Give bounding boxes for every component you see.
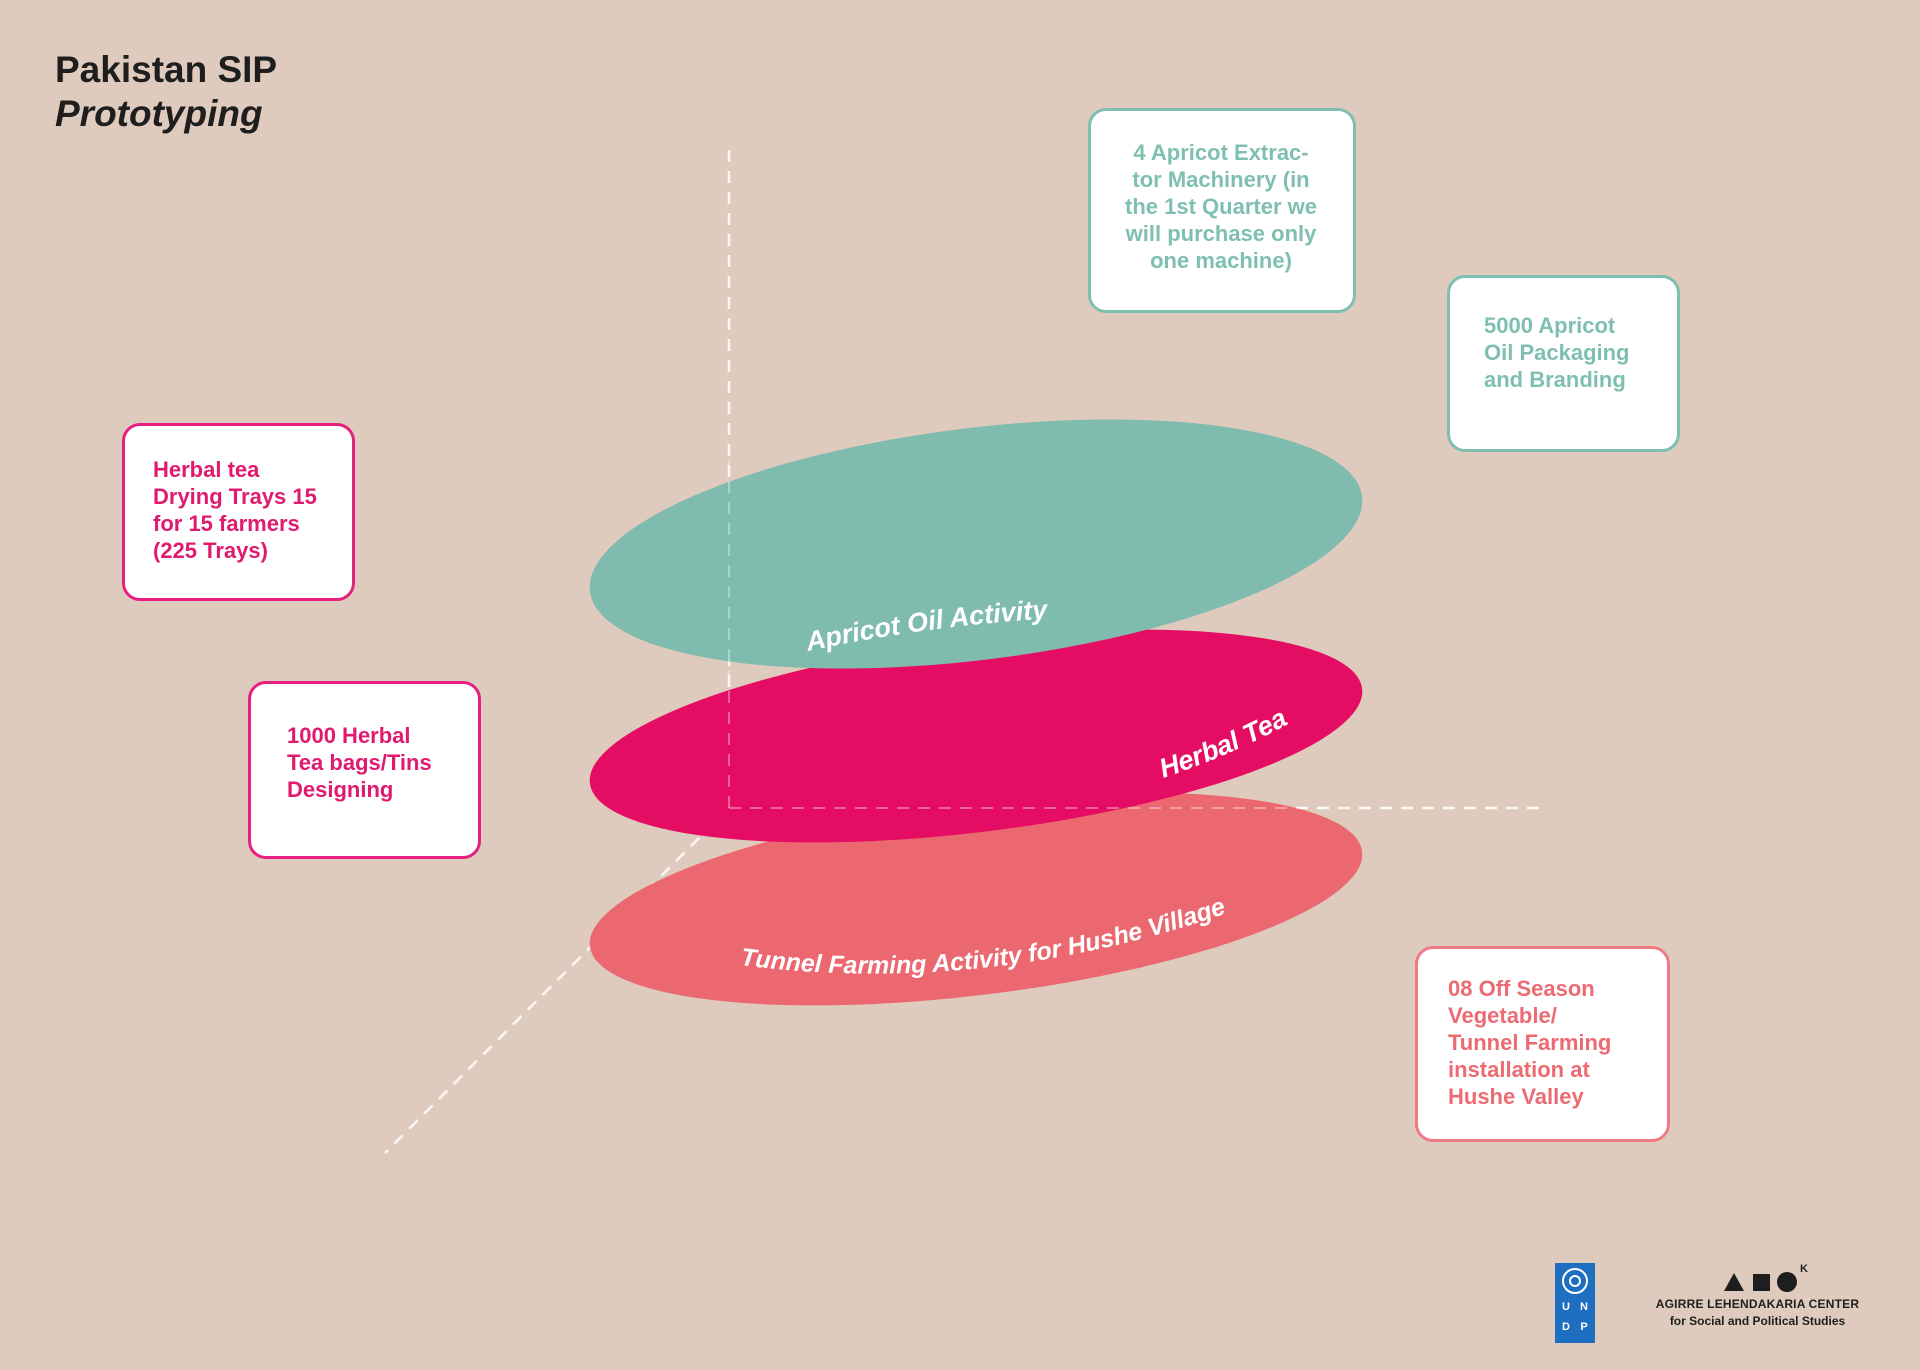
- layer-apricot-oil: [589, 419, 1363, 669]
- title-main: Pakistan SIP: [55, 49, 278, 90]
- page-title: Pakistan SIP Prototyping: [55, 48, 277, 136]
- triangle-icon: [1724, 1273, 1744, 1291]
- undp-letter: P: [1580, 1321, 1588, 1333]
- agk-shapes: K: [1635, 1263, 1880, 1293]
- square-icon: [1753, 1274, 1770, 1291]
- layer-tunnel-farming: [589, 792, 1363, 1006]
- agk-tagline: for Social and Political Studies: [1669, 1314, 1846, 1328]
- undp-letter: D: [1562, 1321, 1570, 1333]
- undp-letter: N: [1580, 1301, 1588, 1313]
- guide-diagonal: [384, 807, 730, 1154]
- undp-logo: U N D P: [1555, 1263, 1595, 1343]
- agk-mark: K: [1800, 1263, 1808, 1275]
- circle-icon: [1777, 1272, 1797, 1292]
- title-sub: Prototyping: [55, 93, 263, 134]
- undp-letter: U: [1562, 1301, 1570, 1313]
- un-globe-icon: [1562, 1268, 1588, 1294]
- agk-logo: K AGIRRE LEHENDAKARIA CENTER for Social …: [1635, 1263, 1880, 1328]
- agk-name: AGIRRE LEHENDAKARIA CENTER: [1655, 1297, 1860, 1311]
- layer-herbal-tea: [589, 629, 1363, 843]
